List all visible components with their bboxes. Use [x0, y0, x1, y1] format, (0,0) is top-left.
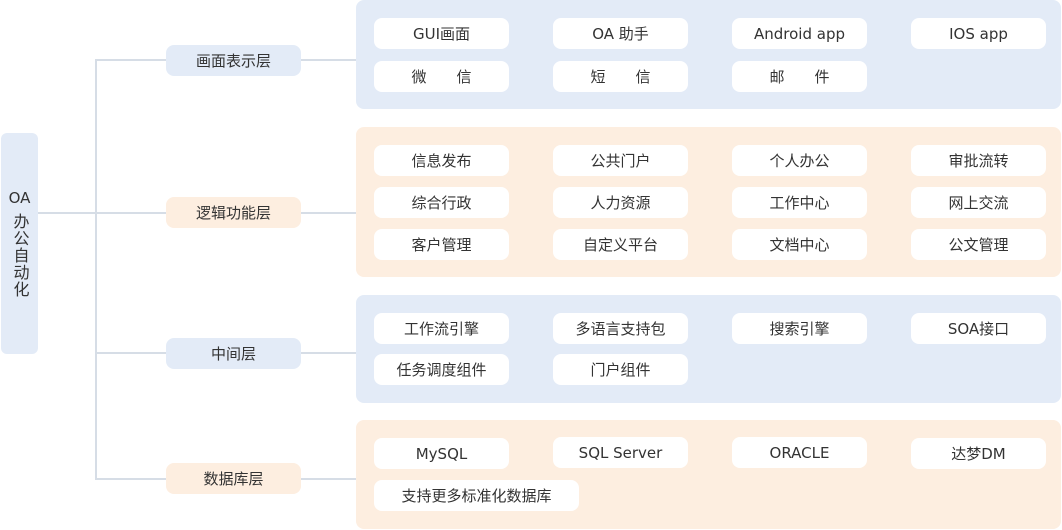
chip-email: 邮 件 — [732, 61, 867, 92]
chip-search-engine: 搜索引擎 — [732, 313, 867, 344]
layer-label-database: 数据库层 — [166, 463, 301, 494]
chip-oa-assistant: OA 助手 — [553, 18, 688, 49]
layer-label-presentation: 画面表示层 — [166, 45, 301, 76]
chip-official-docs: 公文管理 — [911, 229, 1046, 260]
logic-layer-panel: 信息发布 公共门户 个人办公 审批流转 综合行政 人力资源 工作中心 网上交流 … — [356, 127, 1061, 277]
layer-label-middleware: 中间层 — [166, 338, 301, 369]
branch-connector-layer-4 — [95, 478, 166, 480]
chip-sms: 短 信 — [553, 61, 688, 92]
root-label-oa: OA — [8, 189, 31, 207]
chip-android-app: Android app — [732, 18, 867, 49]
chip-work-center: 工作中心 — [732, 187, 867, 218]
branch-connector-layer-2 — [95, 212, 166, 214]
trunk-connector — [95, 59, 97, 479]
panel-connector-layer-1 — [301, 59, 356, 61]
presentation-layer-panel: GUI画面 OA 助手 Android app IOS app 微 信 短 信 … — [356, 0, 1061, 109]
chip-info-publish: 信息发布 — [374, 145, 509, 176]
chip-doc-center: 文档中心 — [732, 229, 867, 260]
chip-wechat: 微 信 — [374, 61, 509, 92]
chip-gui: GUI画面 — [374, 18, 509, 49]
chip-ios-app: IOS app — [911, 18, 1046, 49]
chip-i18n-pack: 多语言支持包 — [553, 313, 688, 344]
root-node: OA 办公自动化 — [1, 133, 38, 354]
branch-connector-layer-1 — [95, 59, 166, 61]
chip-mysql: MySQL — [374, 438, 509, 469]
branch-connector-layer-3 — [95, 352, 166, 354]
middleware-layer-panel: 工作流引擎 多语言支持包 搜索引擎 SOA接口 任务调度组件 门户组件 — [356, 295, 1061, 403]
chip-dameng: 达梦DM — [911, 438, 1046, 469]
chip-more-databases: 支持更多标准化数据库 — [374, 480, 579, 511]
root-to-trunk-connector — [38, 212, 96, 214]
layer-label-logic: 逻辑功能层 — [166, 197, 301, 228]
chip-workflow-engine: 工作流引擎 — [374, 313, 509, 344]
chip-online-exchange: 网上交流 — [911, 187, 1046, 218]
chip-soa-interface: SOA接口 — [911, 313, 1046, 344]
chip-customer-mgmt: 客户管理 — [374, 229, 509, 260]
database-layer-panel: MySQL SQL Server ORACLE 达梦DM 支持更多标准化数据库 — [356, 420, 1061, 529]
chip-public-portal: 公共门户 — [553, 145, 688, 176]
chip-custom-platform: 自定义平台 — [553, 229, 688, 260]
chip-approval-flow: 审批流转 — [911, 145, 1046, 176]
panel-connector-layer-3 — [301, 352, 356, 354]
chip-personal-office: 个人办公 — [732, 145, 867, 176]
panel-connector-layer-4 — [301, 478, 356, 480]
panel-connector-layer-2 — [301, 212, 356, 214]
chip-portal-component: 门户组件 — [553, 354, 688, 385]
root-label-office-automation: 办公自动化 — [10, 213, 30, 298]
chip-oracle: ORACLE — [732, 437, 867, 468]
chip-general-admin: 综合行政 — [374, 187, 509, 218]
chip-sql-server: SQL Server — [553, 437, 688, 468]
chip-hr: 人力资源 — [553, 187, 688, 218]
chip-task-scheduler: 任务调度组件 — [374, 354, 509, 385]
